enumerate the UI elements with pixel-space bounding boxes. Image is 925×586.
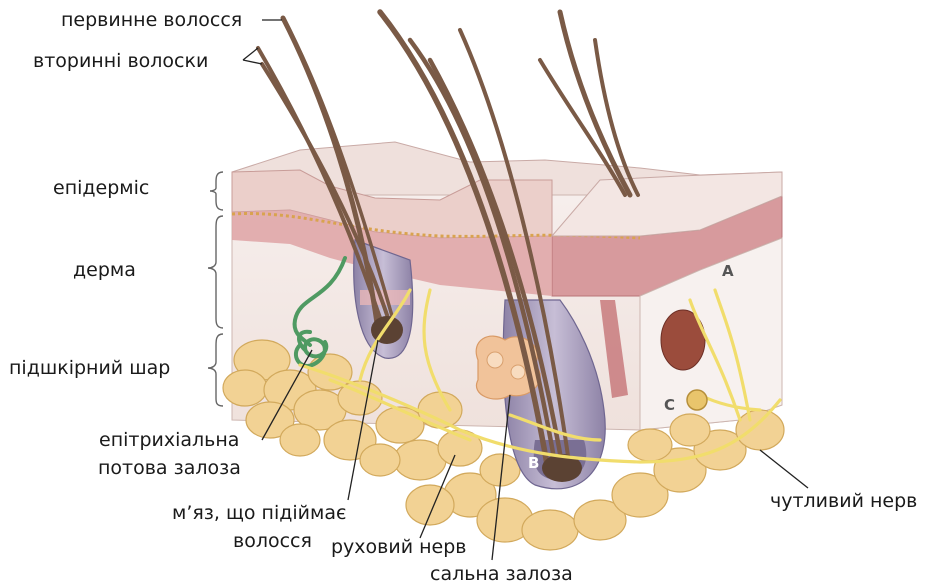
label-primary-hair: первинне волосся (61, 9, 242, 31)
marker-c: C (664, 396, 675, 414)
label-arrector-muscle-line2: волосся (233, 530, 312, 552)
label-dermis: дерма (73, 259, 136, 281)
brace-subcutaneous (208, 334, 223, 406)
label-epidermis: епідерміс (53, 177, 149, 199)
label-epitrichial-gland-line2: потова залоза (98, 457, 241, 479)
marker-b: B (528, 454, 539, 472)
label-motor-nerve: руховий нерв (331, 536, 466, 558)
label-arrector-muscle-line1: м’яз, що підіймає (172, 502, 346, 524)
corpuscle-c (687, 390, 707, 410)
label-secondary-hairs: вторинні волоски (33, 50, 208, 72)
marker-a: A (722, 262, 734, 280)
brace-epidermis (210, 172, 223, 210)
label-subcutaneous: підшкірний шар (9, 357, 170, 379)
brace-dermis (208, 216, 223, 328)
label-sebaceous-gland: сальна залоза (430, 563, 573, 585)
label-sensory-nerve: чутливий нерв (770, 490, 917, 512)
label-epitrichial-gland-line1: епітрихіальна (99, 429, 239, 451)
